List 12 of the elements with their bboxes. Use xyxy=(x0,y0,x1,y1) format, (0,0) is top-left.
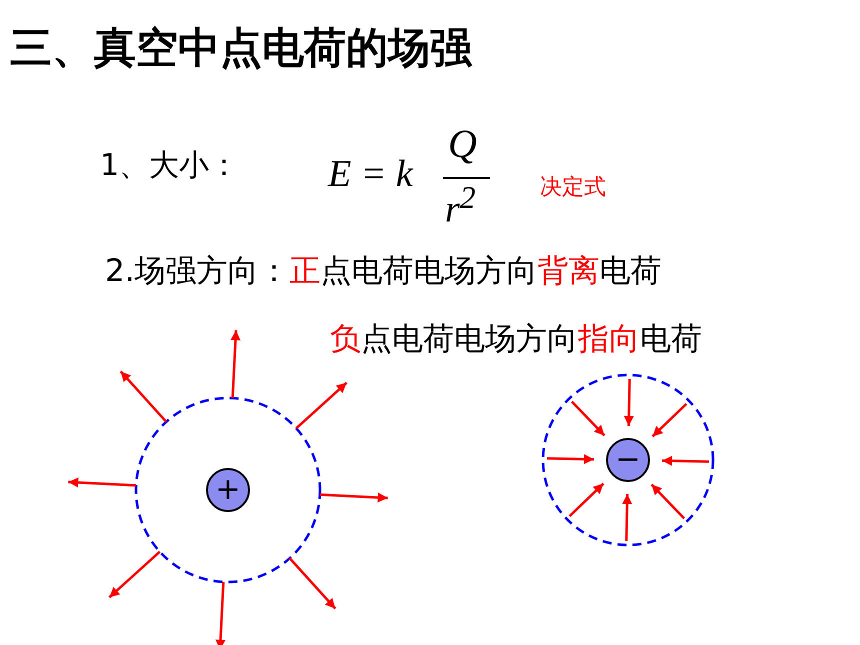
item-heading: 1、大小： xyxy=(100,147,240,185)
charge-circle xyxy=(606,438,650,482)
slide-title: 三、真空中点电荷的场强 xyxy=(10,22,472,74)
formula-numerator: Q xyxy=(448,120,477,167)
charge-sign: − xyxy=(615,445,641,475)
charge-circle xyxy=(206,468,250,512)
direction-rule-text: 2.场强方向：正点电荷电场方向背离电荷 xyxy=(105,252,662,291)
formula-note: 决定式 xyxy=(540,174,606,202)
direction-rule-text: 负点电荷电场方向指向电荷 xyxy=(330,320,702,359)
formula-denominator: r$^{2}$ xyxy=(445,180,476,232)
charge-sign: + xyxy=(215,475,241,505)
formula-text: E = k xyxy=(328,152,413,196)
